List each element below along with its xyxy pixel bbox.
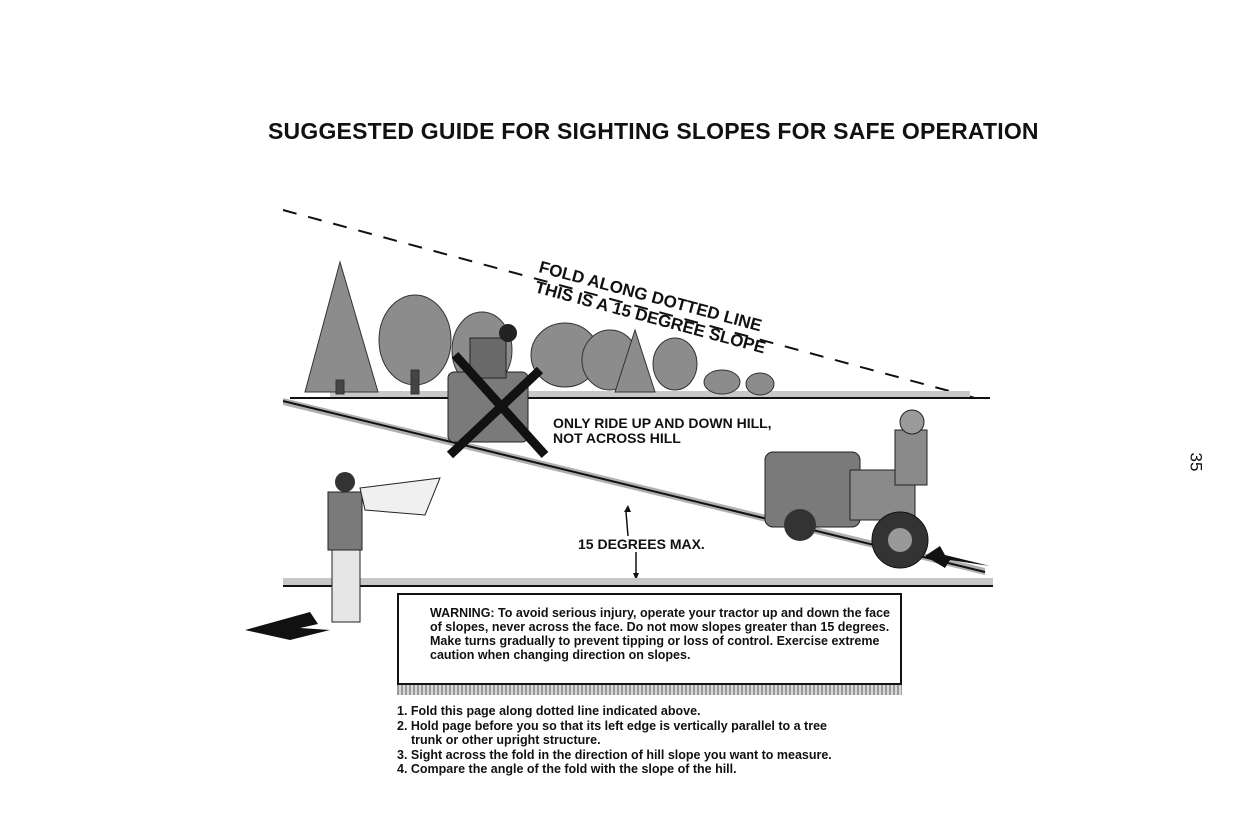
bush-1	[703, 369, 741, 395]
instruction-step-2: 2. Hold page before you so that its left…	[397, 718, 827, 733]
instruction-step-2-cont: trunk or other upright structure.	[411, 733, 601, 747]
pine-tree-small	[614, 328, 656, 393]
tree-round-5	[652, 337, 698, 391]
horizon-grass	[330, 391, 970, 399]
crossed-out-tractor	[446, 324, 549, 459]
warning-text: WARNING: To avoid serious injury, operat…	[430, 606, 891, 662]
ride-label-line2: NOT ACROSS HILL	[553, 430, 681, 446]
x-mark-stroke-2	[446, 366, 544, 459]
bush-2	[745, 372, 775, 396]
instruction-step-4: 4. Compare the angle of the fold with th…	[397, 762, 737, 776]
ride-label: ONLY RIDE UP AND DOWN HILL, NOT ACROSS H…	[553, 416, 772, 446]
ground-grass	[283, 578, 993, 586]
folded-page-icon	[359, 477, 441, 516]
correct-tractor	[764, 409, 929, 569]
instruction-step-3: 3. Sight across the fold in the directio…	[397, 747, 832, 762]
pine-tree-large	[304, 260, 379, 393]
instructions-list: 1. Fold this page along dotted line indi…	[397, 704, 917, 777]
instruction-step-1: 1. Fold this page along dotted line indi…	[397, 704, 701, 718]
warning-shade-bar	[397, 685, 902, 695]
page-title: SUGGESTED GUIDE FOR SIGHTING SLOPES FOR …	[268, 118, 1039, 144]
angle-label: 15 DEGREES MAX.	[578, 536, 705, 552]
person-sighting	[327, 472, 441, 623]
direction-arrow-right	[925, 546, 990, 568]
slope-line	[282, 400, 986, 573]
ride-label-line1: ONLY RIDE UP AND DOWN HILL,	[553, 415, 772, 431]
angle-pointer-up	[625, 511, 629, 537]
warning-box	[397, 593, 902, 685]
direction-arrow-left	[245, 612, 330, 640]
